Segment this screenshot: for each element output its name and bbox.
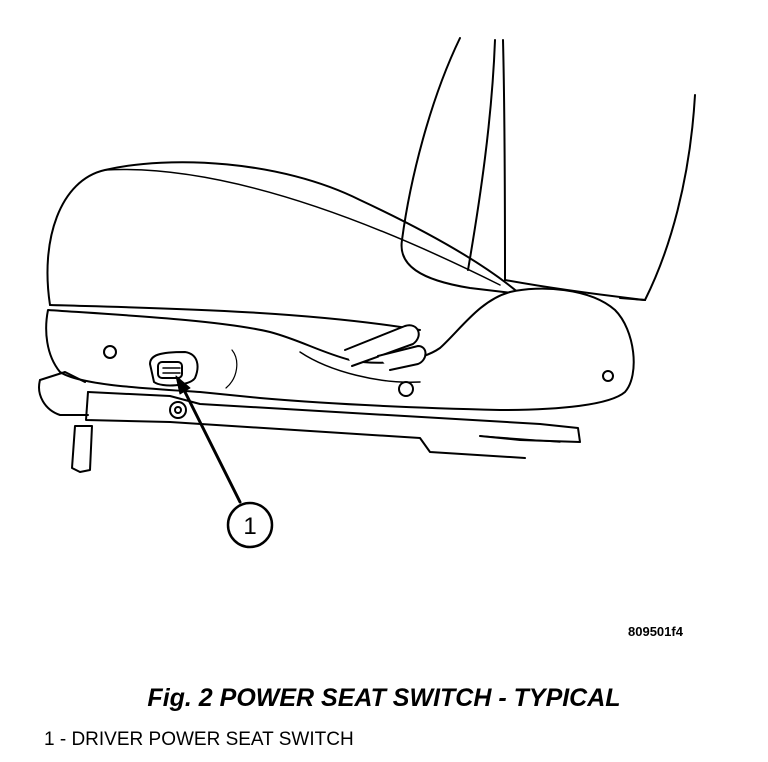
bolt-holes xyxy=(103,345,614,397)
callout-number: 1 xyxy=(243,513,256,540)
legend: 1 - DRIVER POWER SEAT SWITCH xyxy=(44,729,354,751)
seat-back xyxy=(400,37,696,301)
seat-track xyxy=(38,371,581,473)
drawing-code: 809501f4 xyxy=(628,624,683,639)
seat-cushion xyxy=(46,161,521,331)
callout-leader xyxy=(175,375,242,504)
legend-item: 1 - DRIVER POWER SEAT SWITCH xyxy=(44,729,354,750)
figure-caption: Fig. 2 POWER SEAT SWITCH - TYPICAL xyxy=(147,684,621,712)
callout-1: 1 xyxy=(226,501,274,549)
recliner-lever xyxy=(344,324,427,371)
seat-illustration: 1 xyxy=(38,37,696,549)
power-seat-switch xyxy=(149,351,199,387)
